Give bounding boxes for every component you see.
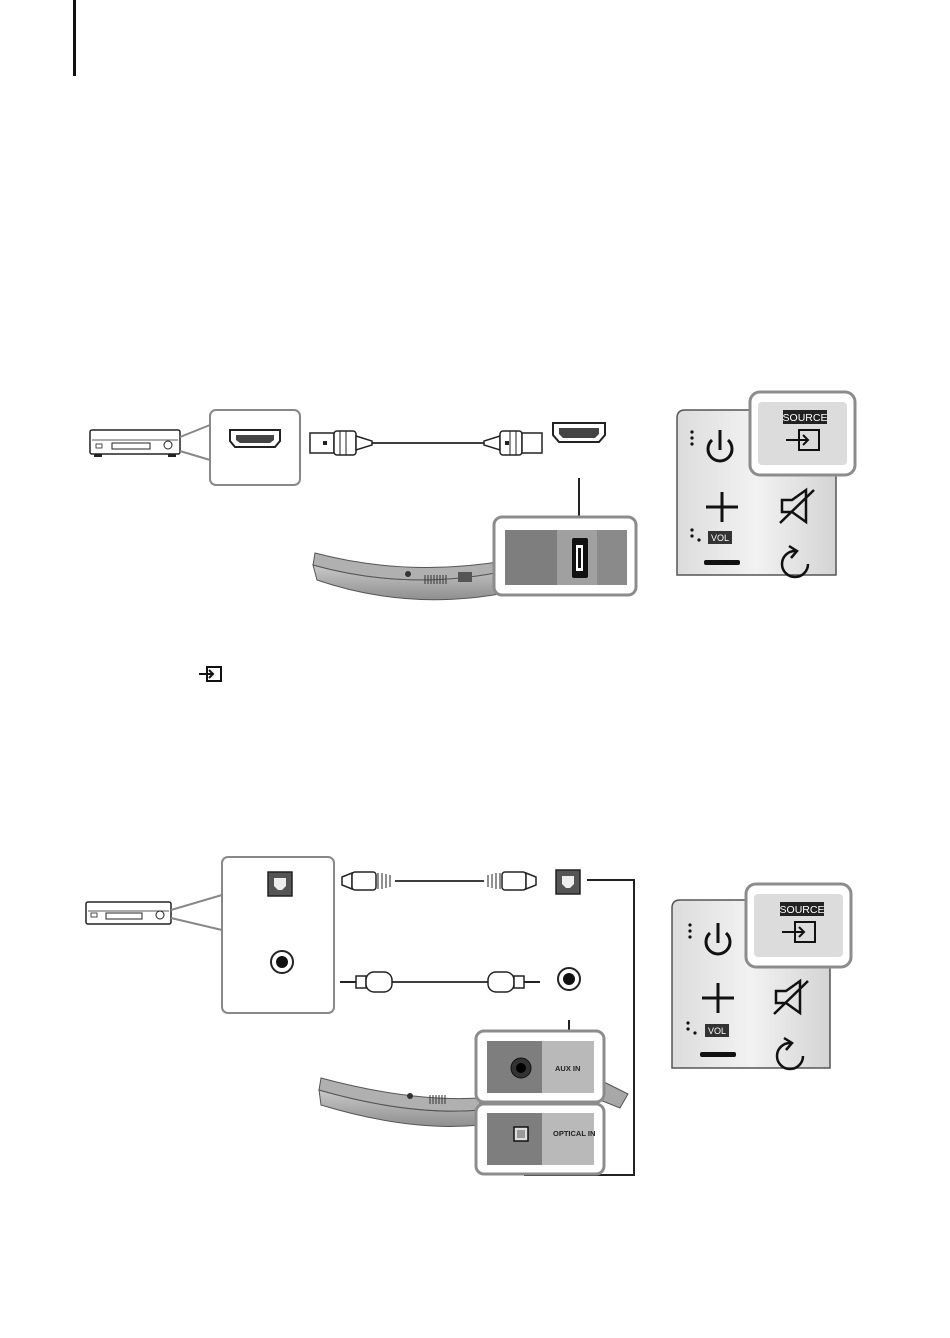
aux-optical-connection-diagram: AUX IN OPTICAL IN SOURCE <box>0 845 950 1185</box>
soundbar-icon <box>313 553 510 600</box>
optical-cable <box>342 872 536 890</box>
remote-control: SOURCE <box>677 392 855 577</box>
minus-icon <box>700 1052 736 1057</box>
optical-in-label: OPTICAL IN <box>553 1129 595 1138</box>
hdmi-plug-right-icon <box>484 431 542 455</box>
source-label: SOURCE <box>783 412 828 424</box>
soundbar-optical-port-icon <box>556 870 580 894</box>
vol-label: VOL <box>711 533 729 543</box>
vol-label: VOL <box>708 1026 726 1036</box>
device-aux-port-icon <box>271 951 293 973</box>
external-device-icon <box>90 430 180 457</box>
page-margin-bar <box>73 0 76 76</box>
soundbar-port-callout <box>494 517 636 595</box>
hdmi-cable <box>310 431 542 455</box>
source-label: SOURCE <box>780 904 825 916</box>
device-hdmi-port-icon <box>230 430 280 447</box>
volume-down-button[interactable] <box>700 1052 736 1057</box>
volume-down-button[interactable] <box>704 560 740 565</box>
minus-icon <box>704 560 740 565</box>
optical-in-port-callout: OPTICAL IN <box>476 1104 604 1174</box>
source-button[interactable]: SOURCE <box>750 392 855 475</box>
source-button[interactable]: SOURCE <box>746 884 851 967</box>
soundbar-aux-port-icon <box>558 968 580 990</box>
aux-cable <box>340 972 540 992</box>
device-port-callout <box>180 410 300 485</box>
hdmi-plug-left-icon <box>310 431 372 455</box>
aux-in-port-callout: AUX IN <box>476 1031 604 1102</box>
external-device-icon <box>86 902 171 924</box>
remote-control: SOURCE <box>672 884 851 1069</box>
device-port-callout <box>171 857 334 1013</box>
soundbar-hdmi-port-icon <box>553 423 605 442</box>
aux-in-label: AUX IN <box>555 1064 580 1073</box>
source-input-icon <box>199 665 223 685</box>
device-optical-port-icon <box>268 872 292 896</box>
hdmi-connection-diagram: SOURCE <box>0 385 950 615</box>
